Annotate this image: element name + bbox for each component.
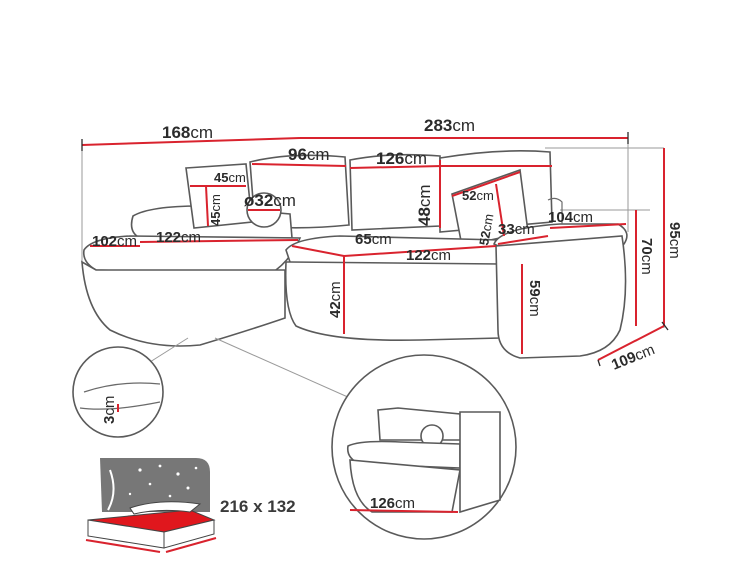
dim-96: 96cm [288,145,330,164]
dim-102: 102cm [92,233,137,250]
armrest-body [495,235,627,359]
dim-48: 48cm [415,184,434,226]
dim-70: 70cm [638,238,655,275]
dim-126-top: 126cm [376,149,427,168]
detail-circle-small: 3cm [72,337,189,438]
dim-104: 104cm [548,209,593,226]
dim-65: 65cm [355,231,392,248]
dim-52-v: 52cm [476,213,496,247]
dim-52-h: 52cm [462,188,494,203]
dim-109: 109cm [609,341,657,374]
dim-168: 168cm [162,123,213,142]
detail-circle-large: 126cm [214,337,517,540]
dim-45-h: 45cm [214,170,246,185]
dim-95: 95cm [666,222,683,259]
bed-pillow [129,501,202,515]
main-front [284,261,501,342]
dim-126-detail: 126cm [370,495,415,512]
dim-59: 59cm [526,280,543,317]
dim-33: 33cm [498,221,535,238]
moon-shape [107,469,115,511]
dim-42: 42cm [327,281,344,318]
dim-122-chaise: 122cm [156,229,201,246]
chaise-front [81,260,286,347]
dim-45-v: 45cm [208,194,223,226]
sofa-back-side [547,197,563,224]
bed-function-icon: 216 x 132 [85,458,296,553]
dim-122-seat: 122cm [406,247,451,264]
dimension-labels: 168cm 283cm 96cm 126cm 45cm 45cm ø32cm 4… [92,116,683,374]
bed-side [163,519,215,549]
dim-3: 3cm [101,396,118,424]
bed-size-label: 216 x 132 [220,497,296,516]
dim-32: ø32cm [244,191,296,210]
dim-283: 283cm [424,116,475,135]
night-background [100,458,210,512]
dimension-lines [81,132,669,367]
